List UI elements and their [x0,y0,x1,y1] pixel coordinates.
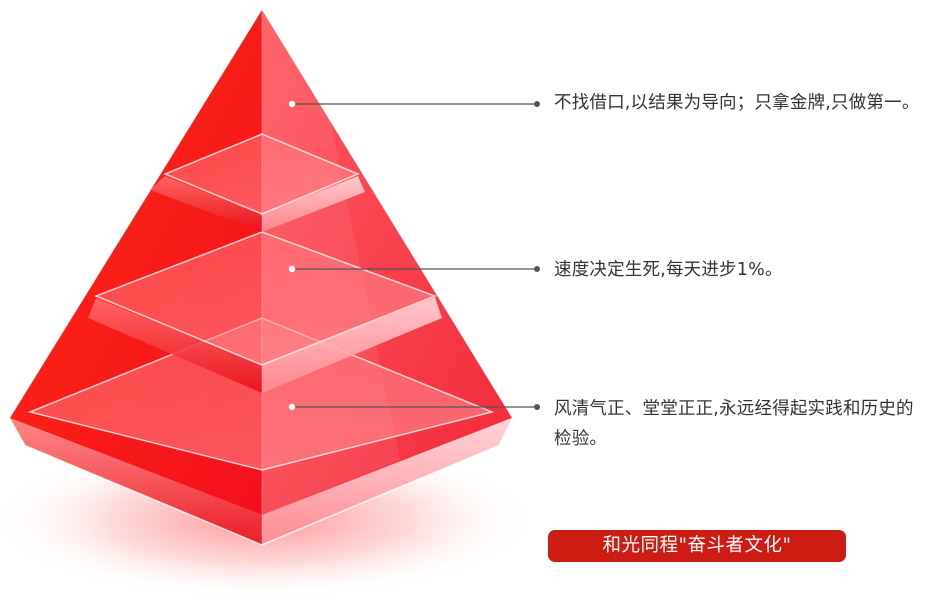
pyramid-base-slab-left [10,418,262,545]
pyramid-layer-2-slab-left [150,176,262,232]
pyramid-layer-3-slab-right [262,297,442,393]
connector-2-end-dot [534,266,540,272]
connector-1-start-dot [288,100,296,108]
connector-3-start-dot [288,403,296,411]
connector-1 [288,100,540,108]
connector-3 [288,403,540,411]
level-3-caption: 风清气正、堂堂正正,永远经得起实践和历史的检验。 [554,399,914,449]
connector-2 [288,265,540,273]
level-1-caption: 不找借口,以结果为导向；只拿金牌,只做第一。 [554,93,920,113]
pyramid-layer-3-slab-left [88,298,262,393]
pyramid-base-slab-right [262,418,512,545]
level-2-caption: 速度决定生死,每天进步1%。 [554,260,783,280]
pyramid-layer-2-top [93,231,438,366]
connector-3-end-dot [534,404,540,410]
pyramid-layer-1-top [163,133,360,215]
culture-badge: 和光同程"奋斗者文化" [548,530,846,562]
pyramid-layer-3-top [27,317,495,471]
pyramid-layer-2-slab-right [262,176,365,232]
connector-2-start-dot [288,265,296,273]
connector-1-end-dot [534,101,540,107]
pyramid-base-edge [25,445,499,546]
